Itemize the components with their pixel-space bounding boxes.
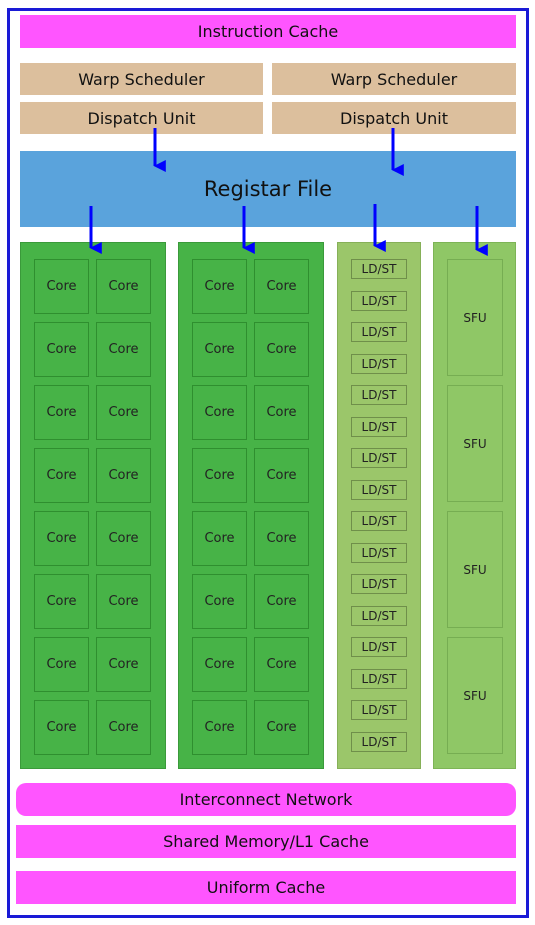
core-unit: Core bbox=[192, 385, 247, 440]
warp-scheduler-left: Warp Scheduler bbox=[20, 63, 263, 95]
ldst-unit: LD/ST bbox=[351, 448, 407, 468]
core-unit: Core bbox=[254, 637, 309, 692]
core-unit: Core bbox=[192, 637, 247, 692]
ldst-unit: LD/ST bbox=[351, 416, 407, 437]
sfu-unit: SFU bbox=[447, 511, 503, 628]
ldst-unit: LD/ST bbox=[351, 511, 407, 531]
sfu-column: SFU SFU SFU SFU bbox=[433, 242, 516, 769]
ldst-unit: LD/ST bbox=[351, 353, 407, 374]
shared-memory-l1-cache: Shared Memory/L1 Cache bbox=[16, 825, 516, 858]
ldst-unit: LD/ST bbox=[351, 731, 407, 752]
core-unit: Core bbox=[192, 574, 247, 629]
uniform-cache: Uniform Cache bbox=[16, 871, 516, 904]
core-unit: Core bbox=[254, 448, 309, 503]
core-unit: Core bbox=[254, 385, 309, 440]
sfu-unit: SFU bbox=[447, 385, 503, 502]
core-unit: Core bbox=[96, 448, 151, 503]
register-file: Registar File bbox=[20, 151, 516, 227]
core-unit: Core bbox=[192, 322, 247, 377]
core-unit: Core bbox=[254, 700, 309, 755]
core-unit: Core bbox=[34, 511, 89, 566]
sfu-unit: SFU bbox=[447, 259, 503, 376]
ldst-unit: LD/ST bbox=[351, 668, 407, 689]
core-unit: Core bbox=[192, 259, 247, 314]
ldst-unit: LD/ST bbox=[351, 542, 407, 563]
core-unit: Core bbox=[34, 448, 89, 503]
core-unit: Core bbox=[96, 700, 151, 755]
ldst-unit: LD/ST bbox=[351, 322, 407, 342]
core-unit: Core bbox=[96, 511, 151, 566]
ldst-unit: LD/ST bbox=[351, 637, 407, 657]
core-unit: Core bbox=[254, 511, 309, 566]
core-unit: Core bbox=[96, 574, 151, 629]
sfu-unit: SFU bbox=[447, 637, 503, 754]
ldst-unit: LD/ST bbox=[351, 259, 407, 279]
ldst-column: LD/ST LD/ST LD/ST LD/ST LD/ST LD/ST LD/ST LD/ST… bbox=[337, 242, 421, 769]
core-unit: Core bbox=[96, 385, 151, 440]
core-unit: Core bbox=[34, 259, 89, 314]
dispatch-unit-left: Dispatch Unit bbox=[20, 102, 263, 134]
core-unit: Core bbox=[96, 637, 151, 692]
core-unit: Core bbox=[34, 385, 89, 440]
ldst-unit: LD/ST bbox=[351, 479, 407, 500]
warp-scheduler-right: Warp Scheduler bbox=[272, 63, 516, 95]
core-unit: Core bbox=[254, 259, 309, 314]
core-unit: Core bbox=[34, 700, 89, 755]
ldst-unit: LD/ST bbox=[351, 385, 407, 405]
core-unit: Core bbox=[34, 322, 89, 377]
core-unit: Core bbox=[192, 448, 247, 503]
core-unit: Core bbox=[192, 700, 247, 755]
ldst-unit: LD/ST bbox=[351, 700, 407, 720]
core-unit: Core bbox=[34, 574, 89, 629]
core-unit: Core bbox=[96, 322, 151, 377]
ldst-unit: LD/ST bbox=[351, 574, 407, 594]
interconnect-network: Interconnect Network bbox=[16, 783, 516, 816]
core-unit: Core bbox=[192, 511, 247, 566]
core-unit: Core bbox=[254, 574, 309, 629]
ldst-unit: LD/ST bbox=[351, 290, 407, 311]
core-unit: Core bbox=[254, 322, 309, 377]
core-unit: Core bbox=[96, 259, 151, 314]
ldst-unit: LD/ST bbox=[351, 605, 407, 626]
core-unit: Core bbox=[34, 637, 89, 692]
instruction-cache: Instruction Cache bbox=[20, 15, 516, 48]
